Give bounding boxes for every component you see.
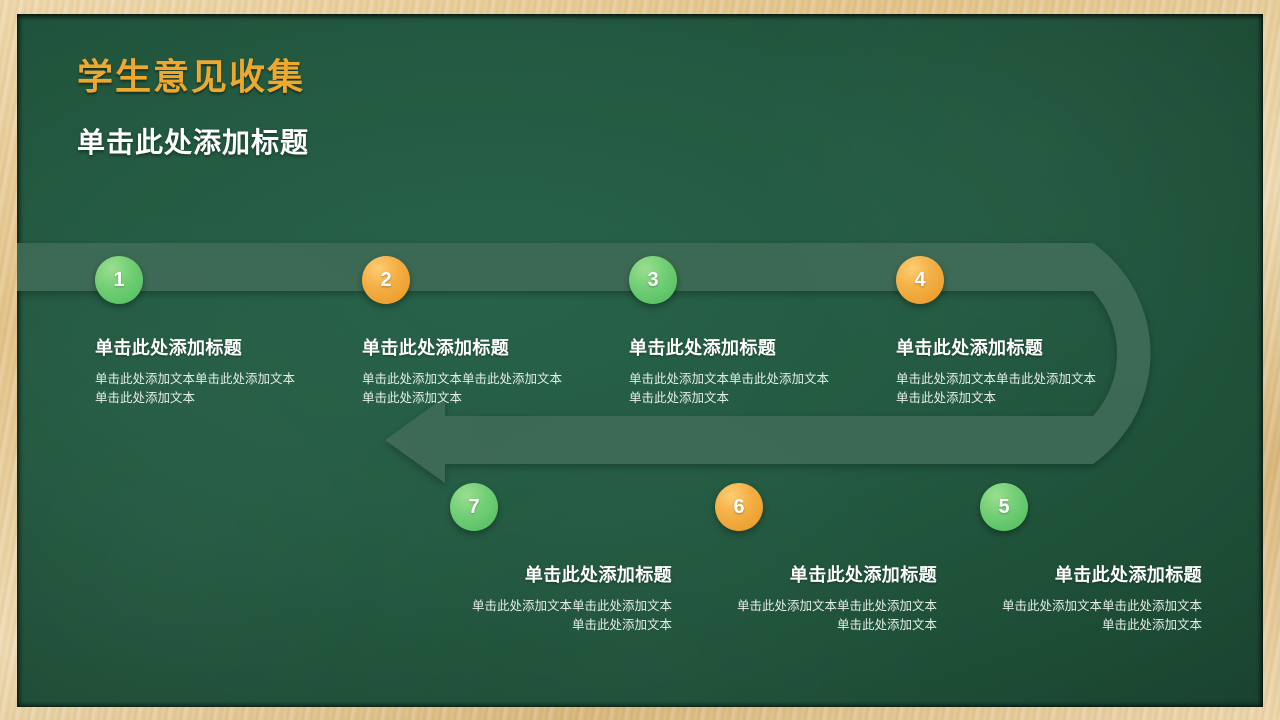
step-body: 单击此处添加文本单击此处添加文本单击此处添加文本: [472, 599, 673, 633]
process-step-4[interactable]: 4 单击此处添加标题 单击此处添加文本单击此处添加文本单击此处添加文本: [896, 256, 1126, 409]
step-number: 2: [380, 268, 392, 291]
page-subtitle: 单击此处添加标题: [77, 127, 310, 158]
step-body: 单击此处添加文本单击此处添加文本单击此处添加文本: [362, 372, 563, 406]
step-number: 3: [647, 268, 659, 291]
process-step-5[interactable]: 5 单击此处添加标题 单击此处添加文本单击此处添加文本单击此处添加文本: [972, 483, 1202, 636]
step-number-badge: 2: [362, 256, 410, 304]
step-title: 单击此处添加标题: [95, 338, 243, 358]
step-number-badge: 7: [450, 483, 498, 531]
step-title: 单击此处添加标题: [896, 338, 1044, 358]
step-title: 单击此处添加标题: [789, 565, 937, 585]
step-number: 5: [998, 495, 1010, 518]
process-step-6[interactable]: 6 单击此处添加标题 单击此处添加文本单击此处添加文本单击此处添加文本: [707, 483, 937, 636]
page-title: 学生意见收集: [77, 56, 306, 97]
step-number: 4: [914, 268, 926, 291]
step-body: 单击此处添加文本单击此处添加文本单击此处添加文本: [1002, 599, 1203, 633]
process-step-1[interactable]: 1 单击此处添加标题 单击此处添加文本单击此处添加文本单击此处添加文本: [95, 256, 325, 409]
step-body: 单击此处添加文本单击此处添加文本单击此处添加文本: [629, 372, 830, 406]
step-number-badge: 5: [980, 483, 1028, 531]
step-number-badge: 1: [95, 256, 143, 304]
step-body: 单击此处添加文本单击此处添加文本单击此处添加文本: [737, 599, 938, 633]
step-number: 7: [468, 495, 480, 518]
process-step-2[interactable]: 2 单击此处添加标题 单击此处添加文本单击此处添加文本单击此处添加文本: [362, 256, 592, 409]
process-step-7[interactable]: 7 单击此处添加标题 单击此处添加文本单击此处添加文本单击此处添加文本: [442, 483, 672, 636]
step-number: 6: [733, 495, 745, 518]
step-number-badge: 3: [629, 256, 677, 304]
step-number-badge: 6: [715, 483, 763, 531]
process-step-3[interactable]: 3 单击此处添加标题 单击此处添加文本单击此处添加文本单击此处添加文本: [629, 256, 859, 409]
step-title: 单击此处添加标题: [1054, 565, 1202, 585]
step-number-badge: 4: [896, 256, 944, 304]
step-body: 单击此处添加文本单击此处添加文本单击此处添加文本: [896, 372, 1097, 406]
step-title: 单击此处添加标题: [629, 338, 777, 358]
chalkboard-canvas: 学生意见收集 单击此处添加标题 1 单击此处添加标题 单击此处添加文本单击此处添…: [17, 14, 1263, 707]
step-number: 1: [113, 268, 125, 291]
step-title: 单击此处添加标题: [362, 338, 510, 358]
step-body: 单击此处添加文本单击此处添加文本单击此处添加文本: [95, 372, 296, 406]
slide-heading-group: 学生意见收集 单击此处添加标题: [77, 54, 309, 161]
step-title: 单击此处添加标题: [524, 565, 672, 585]
